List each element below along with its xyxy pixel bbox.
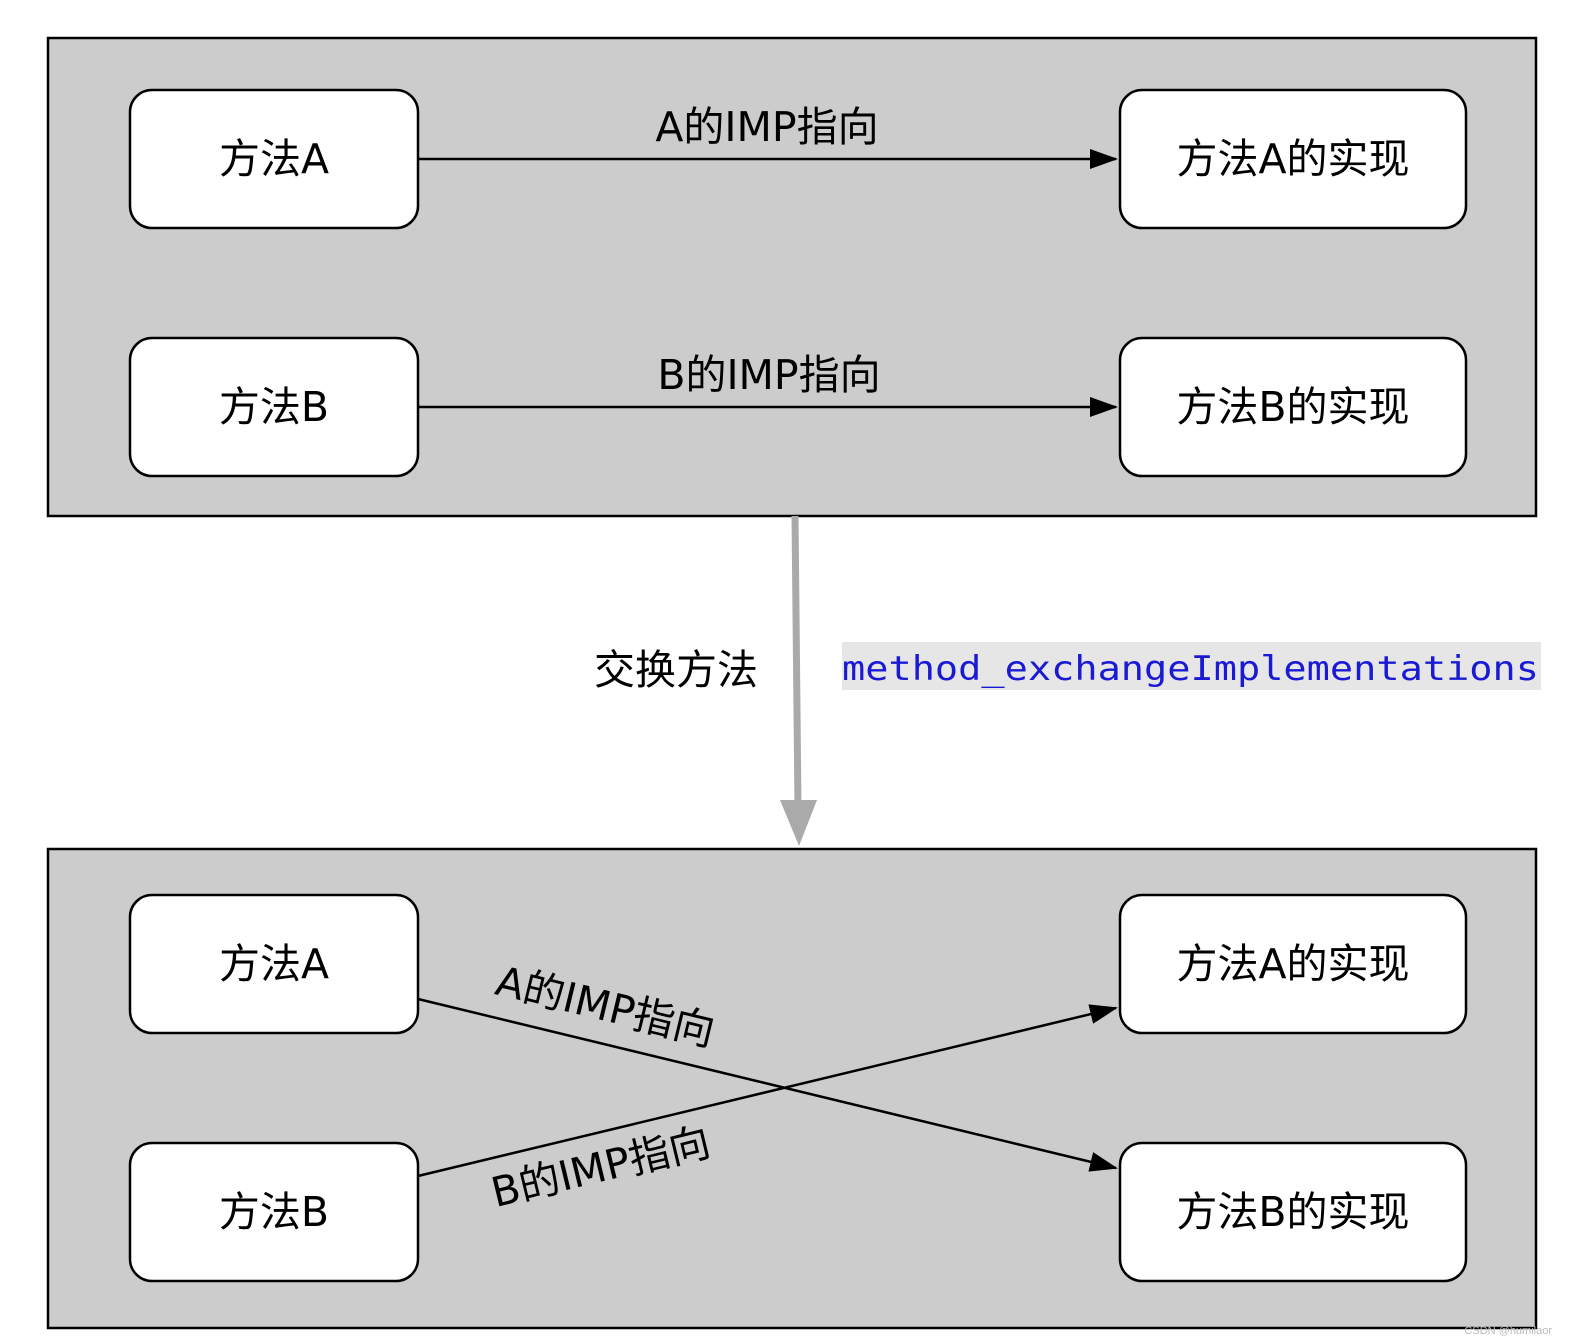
swap-transition: 交换方法 method_exchangeImplementations: [594, 515, 1541, 846]
after-method-a-label: 方法A: [219, 940, 329, 988]
after-method-a-node: 方法A: [128, 893, 420, 1035]
after-impl-b-node: 方法B的实现: [1118, 1141, 1468, 1283]
code-label-bg: [842, 642, 1541, 690]
before-method-b-label: 方法B: [219, 383, 329, 431]
before-method-a-node: 方法A: [128, 88, 420, 230]
swap-arrow-shaft: [791, 515, 802, 809]
before-impl-b-node: 方法B的实现: [1118, 336, 1468, 478]
after-impl-a-node: 方法A的实现: [1118, 893, 1468, 1035]
before-panel: 方法A 方法A的实现 A的IMP指向 方法B 方法B的实现 B的IMP指向: [46, 36, 1538, 518]
before-method-b-node: 方法B: [128, 336, 420, 478]
after-edge-a-arrow: [417, 997, 1118, 1172]
before-impl-b-label: 方法B的实现: [1176, 383, 1409, 431]
after-impl-a-label: 方法A的实现: [1176, 940, 1409, 988]
after-impl-b-label: 方法B的实现: [1176, 1188, 1409, 1236]
before-edge-a-label: A的IMP指向: [655, 103, 878, 151]
swap-arrow-head: [780, 800, 817, 846]
before-method-a-label: 方法A: [219, 135, 329, 183]
after-method-b-node: 方法B: [128, 1141, 420, 1283]
before-impl-a-node: 方法A的实现: [1118, 88, 1468, 230]
watermark: CSDN @humilaor: [1464, 1325, 1552, 1337]
before-edge-b-label: B的IMP指向: [657, 351, 880, 399]
after-method-b-label: 方法B: [219, 1188, 329, 1236]
swap-label: 交换方法: [594, 646, 758, 694]
code-label: method_exchangeImplementations: [842, 649, 1539, 689]
after-edge-b-arrow: [417, 1004, 1118, 1178]
before-impl-a-label: 方法A的实现: [1176, 135, 1409, 183]
after-panel: 方法A 方法A的实现 方法B 方法B的实现 A的IMP指向 B的IMP指向: [46, 847, 1538, 1330]
